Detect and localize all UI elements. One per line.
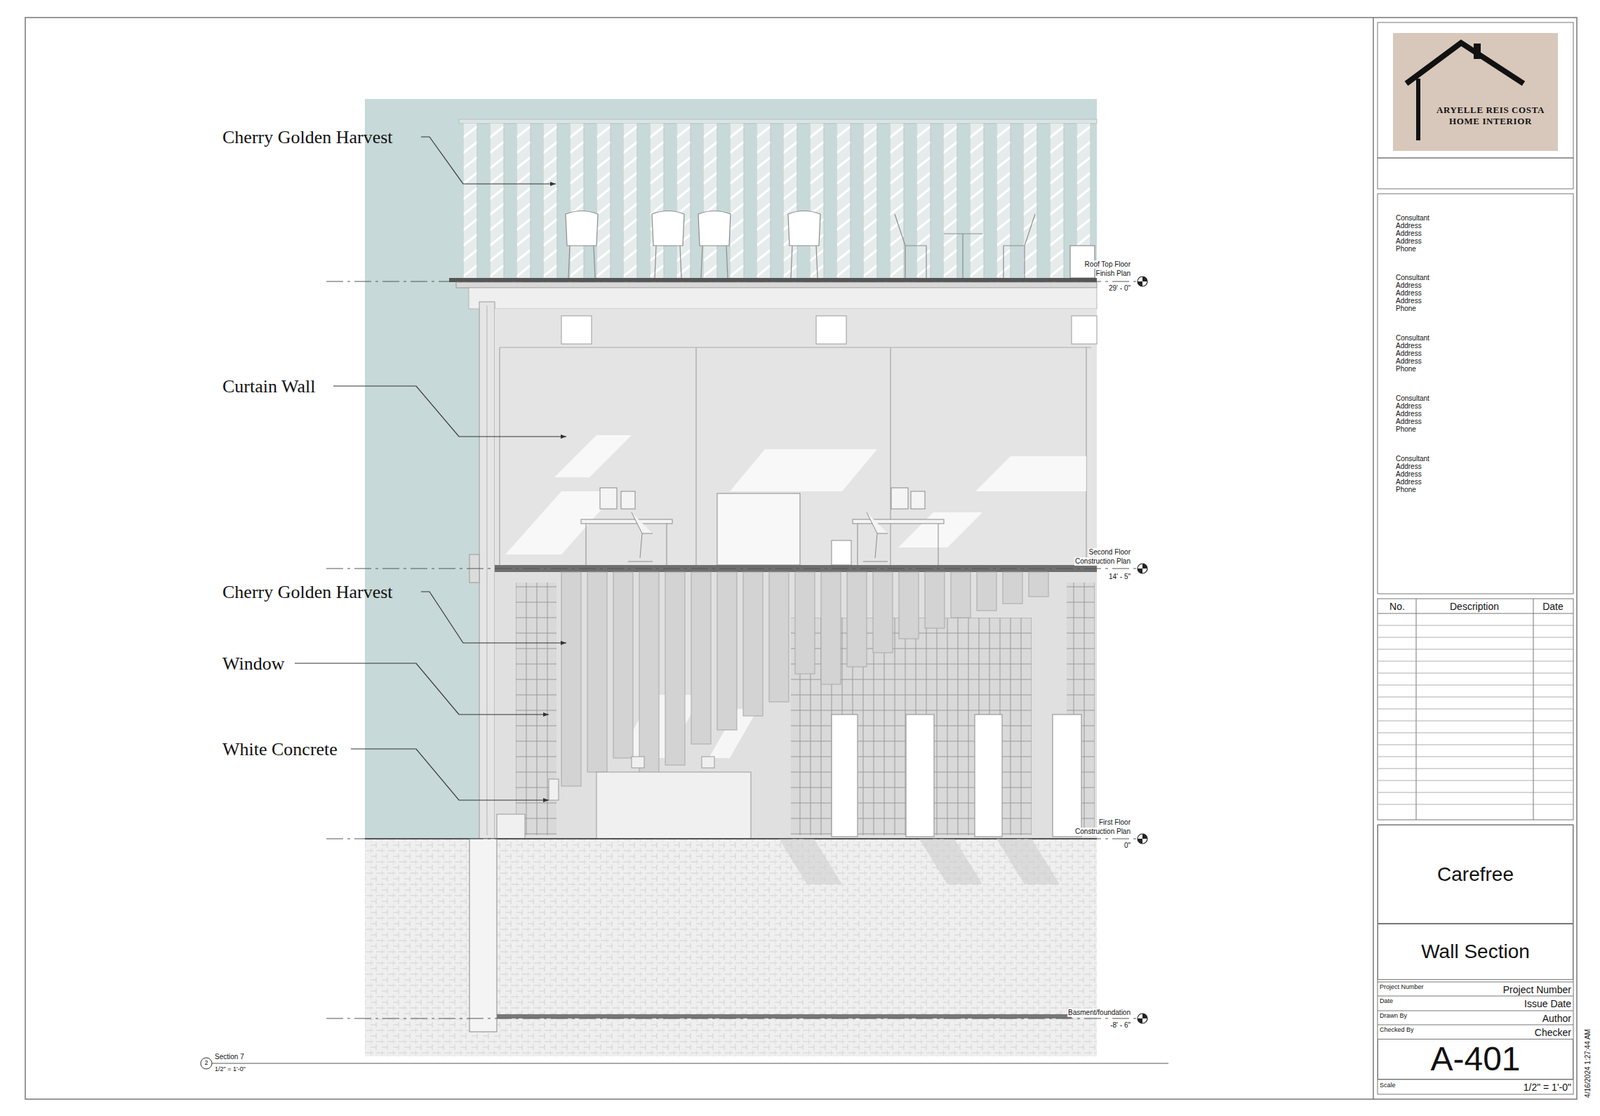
field-value: Author (1542, 1012, 1572, 1025)
field-name: Scale (1379, 1081, 1396, 1090)
table-header: Description (1449, 600, 1499, 613)
level-elevation: 14' - 5" (1108, 572, 1132, 582)
level-name: Roof Top Floor (1084, 260, 1132, 269)
callout-label: Window (222, 652, 285, 675)
field-name: Checked By (1379, 1025, 1415, 1034)
consultant-info: Consultant Address Address Address Phone (1395, 454, 1430, 494)
field-value: Issue Date (1524, 997, 1572, 1010)
level-name: First Floor (1098, 818, 1132, 827)
table-header: Date (1542, 600, 1564, 613)
callout-label: Cherry Golden Harvest (222, 126, 393, 149)
consultant-info: Consultant Address Address Address Phone (1395, 273, 1430, 313)
callout-label: Cherry Golden Harvest (222, 581, 393, 603)
sheet-title-box: Wall Section (1377, 923, 1574, 980)
callout-label: Curtain Wall (222, 375, 316, 398)
field-value: Checker (1534, 1026, 1572, 1039)
logo-box: ARYELLE REIS COSTA HOME INTERIOR (1392, 32, 1558, 151)
table-header: No. (1389, 600, 1405, 613)
level-name: Second Floor (1088, 548, 1132, 557)
project-name-box: Carefree (1377, 824, 1574, 924)
field-value: Project Number (1503, 983, 1572, 996)
section-scale: 1/2" = 1'-0" (214, 1065, 246, 1073)
consultant-info: Consultant Address Address Address Phone (1395, 394, 1430, 433)
field-name: Drawn By (1379, 1011, 1408, 1020)
box-text: A-401 (1430, 1038, 1520, 1080)
section-name: Section 7 (214, 1052, 245, 1062)
consultant-info: Consultant Address Address Address Phone (1395, 334, 1430, 373)
field-name: Project Number (1379, 983, 1424, 991)
box-text: ARYELLE REIS COSTA HOME INTERIOR (1428, 104, 1553, 128)
box-text: Carefree (1437, 862, 1514, 887)
field-value: 1/2" = 1'-0" (1523, 1081, 1572, 1094)
level-name: Construction Plan (1074, 557, 1132, 566)
level-elevation: 0" (1123, 841, 1132, 850)
section-number: 2 (204, 1058, 208, 1067)
callout-label: White Concrete (222, 738, 338, 760)
box-text: Wall Section (1421, 939, 1530, 964)
level-name: Construction Plan (1074, 827, 1132, 836)
date-stamp: 4/16/2024 1:27:44 AM (1583, 1028, 1593, 1098)
field-name: Date (1379, 997, 1393, 1005)
level-name: Finish Plan (1095, 269, 1132, 278)
level-elevation: -8' - 6" (1109, 1021, 1132, 1030)
consultant-info: Consultant Address Address Address Phone (1395, 214, 1430, 253)
level-elevation: 29' - 0" (1108, 284, 1132, 293)
level-name: Basment/foundation (1067, 1008, 1132, 1017)
sheet-number-box: A-401 (1377, 1038, 1574, 1080)
